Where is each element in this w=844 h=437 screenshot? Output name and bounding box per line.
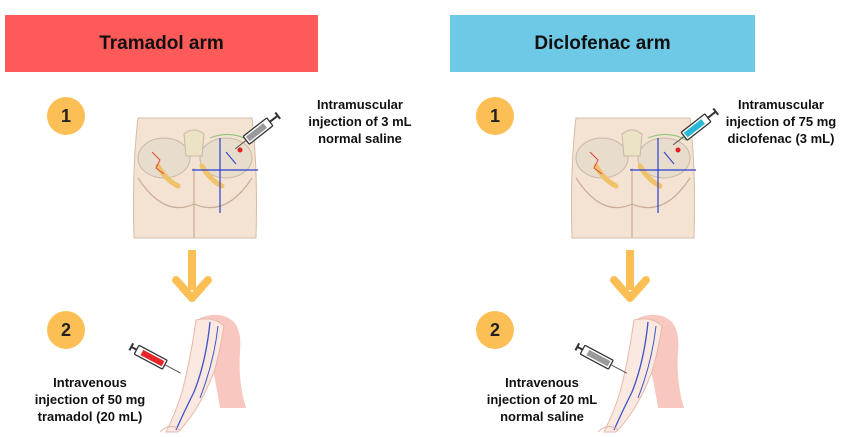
text-line: normal saline [477,408,607,425]
left-iv-syringe-icon [126,340,186,380]
right-step-2-text: Intravenous injection of 20 mL normal sa… [477,374,607,425]
left-step-1-badge: 1 [47,97,85,135]
right-iv-syringe-icon [572,340,632,380]
right-step-1-badge: 1 [476,97,514,135]
right-step-2-badge: 2 [476,311,514,349]
text-line: injection of 3 mL [290,113,430,130]
right-down-arrow-icon [610,250,650,302]
right-im-syringe-icon [671,104,727,148]
diclofenac-arm-header: Diclofenac arm [450,15,755,72]
left-down-arrow-icon [172,250,212,302]
tramadol-arm-header: Tramadol arm [5,15,318,72]
text-line: tramadol (20 mL) [25,408,155,425]
text-line: injection of 50 mg [25,391,155,408]
left-step-1-text: Intramuscular injection of 3 mL normal s… [290,96,430,147]
text-line: Intramuscular [718,96,844,113]
text-line: Intramuscular [290,96,430,113]
left-step-2-text: Intravenous injection of 50 mg tramadol … [25,374,155,425]
text-line: injection of 75 mg [718,113,844,130]
left-im-syringe-icon [233,108,289,152]
tramadol-arm-title: Tramadol arm [99,33,224,55]
left-step-2-badge: 2 [47,311,85,349]
text-line: diclofenac (3 mL) [718,130,844,147]
text-line: normal saline [290,130,430,147]
right-step-1-text: Intramuscular injection of 75 mg diclofe… [718,96,844,147]
diclofenac-arm-title: Diclofenac arm [534,33,670,55]
text-line: injection of 20 mL [477,391,607,408]
